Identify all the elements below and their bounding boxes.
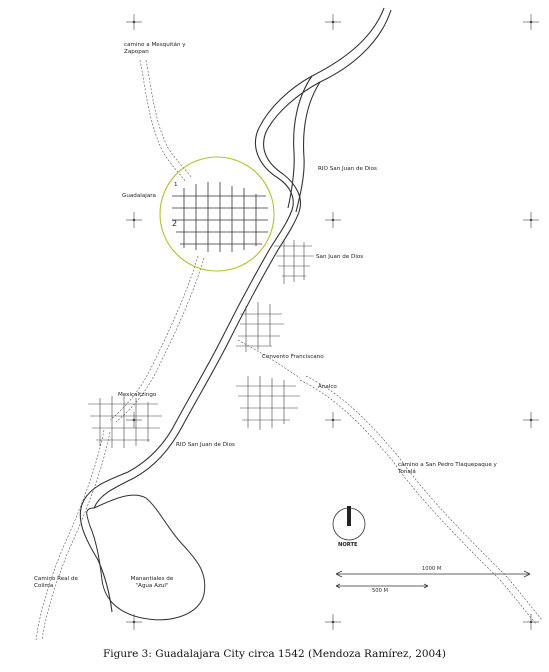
settlement-grids bbox=[88, 240, 314, 448]
scale-bars bbox=[335, 570, 531, 589]
river-north-label: RIO San Juan de Dios bbox=[318, 166, 377, 172]
north-arrow bbox=[332, 506, 366, 541]
san-juan-de-dios-label: San Juan de Dios bbox=[316, 254, 364, 260]
figure-caption: Figure 3: Guadalajara City circa 1542 (M… bbox=[102, 648, 447, 660]
convento-label: Convento Franciscano bbox=[262, 354, 324, 360]
guadalajara-highlight-circle bbox=[159, 156, 275, 272]
city-map bbox=[35, 7, 543, 640]
north-label: NORTE bbox=[338, 542, 358, 548]
mexicaltzingo-label: Mexicaltzingo bbox=[118, 392, 157, 398]
marker-1-label: 1 bbox=[174, 182, 178, 188]
road-north-label: camino a Mesquitán y Zapopan bbox=[124, 42, 186, 55]
river-south-label: RIO San Juan de Dios bbox=[176, 442, 235, 448]
guadalajara-grid bbox=[172, 182, 268, 252]
roads bbox=[35, 59, 543, 640]
marker-2-label: 2 bbox=[172, 219, 178, 228]
river-san-juan-de-dios bbox=[79, 7, 392, 613]
camino-real-label: Camino Real de Colima bbox=[34, 576, 78, 589]
agua-azul-springs bbox=[86, 494, 206, 621]
road-east-label: camino a San Pedro Tlaquepaque y Tonalá bbox=[398, 462, 497, 475]
analco-label: Analco bbox=[318, 384, 337, 390]
scale-500-label: 500 M bbox=[372, 588, 389, 594]
manantiales-label: Manantiales de "Agua Azul" bbox=[130, 576, 174, 589]
guadalajara-label: Guadalajara bbox=[122, 193, 156, 199]
scale-1000-label: 1000 M bbox=[422, 566, 442, 572]
registration-marks bbox=[126, 14, 539, 630]
